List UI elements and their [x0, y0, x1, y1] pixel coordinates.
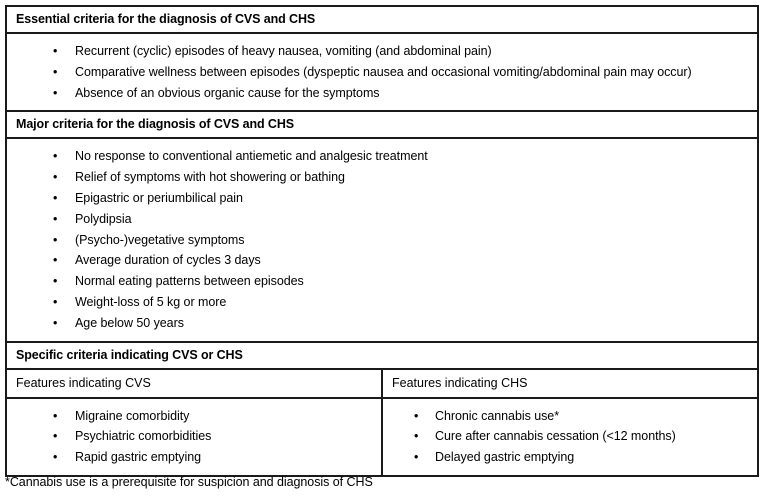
section-header-major: Major criteria for the diagnosis of CVS …	[4, 110, 760, 140]
diagnosis-criteria-table: Essential criteria for the diagnosis of …	[4, 5, 760, 477]
major-criteria-cell: • No response to conventional antiemetic …	[4, 137, 760, 343]
list-item: • Polydipsia	[53, 209, 751, 230]
section-header-essential: Essential criteria for the diagnosis of …	[4, 5, 760, 34]
bullet-icon: •	[53, 190, 58, 205]
list-item-label: Absence of an obvious organic cause for …	[75, 85, 380, 100]
list-item-label: Cure after cannabis cessation (<12 month…	[435, 429, 676, 444]
list-item: • Rapid gastric emptying	[53, 447, 375, 468]
list-item: • Cure after cannabis cessation (<12 mont…	[414, 426, 751, 447]
major-criteria-list: • No response to conventional antiemetic …	[7, 146, 751, 333]
list-item: • Average duration of cycles 3 days	[53, 250, 751, 271]
column-header-chs: Features indicating CHS	[380, 367, 760, 399]
list-item: • Age below 50 years	[53, 313, 751, 334]
table-row-major-header: Major criteria for the diagnosis of CVS …	[4, 110, 760, 140]
bullet-icon: •	[53, 64, 58, 79]
list-item: • Psychiatric comorbidities	[53, 426, 375, 447]
bullet-icon: •	[53, 408, 58, 423]
list-item: • Relief of symptoms with hot showering o…	[53, 167, 751, 188]
list-item-label: Age below 50 years	[75, 315, 184, 330]
list-item: • Delayed gastric emptying	[414, 447, 751, 468]
list-item: • Weight-loss of 5 kg or more	[53, 292, 751, 313]
list-item-label: Relief of symptoms with hot showering or…	[75, 170, 345, 185]
table-row-specific-items: • Migraine comorbidity • Psychiatric comor…	[5, 396, 760, 477]
table-row-essential-header: Essential criteria for the diagnosis of …	[4, 5, 760, 34]
bullet-icon: •	[53, 294, 58, 309]
bullet-icon: •	[53, 211, 58, 226]
list-item-label: Psychiatric comorbidities	[75, 429, 212, 444]
bullet-icon: •	[53, 253, 58, 268]
list-item-label: (Psycho-)vegetative symptoms	[75, 232, 245, 247]
bullet-icon: •	[53, 149, 58, 164]
list-item-label: Polydipsia	[75, 211, 132, 226]
list-item: • Epigastric or periumbilical pain	[53, 188, 751, 209]
list-item: • Recurrent (cyclic) episodes of heavy na…	[53, 41, 751, 62]
chs-features-cell: • Chronic cannabis use* • Cure after canna…	[380, 396, 760, 477]
list-item-label: Normal eating patterns between episodes	[75, 274, 304, 289]
bullet-icon: •	[53, 85, 58, 100]
bullet-icon: •	[53, 232, 58, 247]
list-item-label: Chronic cannabis use*	[435, 408, 560, 423]
list-item-label: Epigastric or periumbilical pain	[75, 190, 243, 205]
essential-criteria-cell: • Recurrent (cyclic) episodes of heavy na…	[4, 31, 760, 113]
list-item-label: Recurrent (cyclic) episodes of heavy nau…	[75, 44, 492, 58]
table-row-major-items: • No response to conventional antiemetic …	[4, 137, 760, 343]
bullet-icon: •	[53, 315, 58, 330]
list-item: • Absence of an obvious organic cause for…	[53, 83, 751, 104]
list-item-label: Weight-loss of 5 kg or more	[75, 294, 227, 309]
bullet-icon: •	[53, 274, 58, 289]
essential-criteria-list: • Recurrent (cyclic) episodes of heavy na…	[7, 41, 751, 103]
list-item-label: Migraine comorbidity	[75, 408, 190, 423]
list-item-label: Average duration of cycles 3 days	[75, 253, 261, 268]
table-row-specific-header: Specific criteria indicating CVS or CHS	[4, 340, 760, 370]
bullet-icon: •	[414, 450, 419, 465]
list-item: • No response to conventional antiemetic …	[53, 146, 751, 167]
list-item: • Normal eating patterns between episodes	[53, 271, 751, 292]
bullet-icon: •	[53, 450, 58, 465]
bullet-icon: •	[53, 170, 58, 185]
list-item-label: No response to conventional antiemetic a…	[75, 149, 428, 164]
list-item-label: Rapid gastric emptying	[75, 450, 202, 465]
bullet-icon: •	[414, 408, 419, 423]
cvs-features-list: • Migraine comorbidity • Psychiatric comor…	[7, 406, 375, 468]
chs-features-list: • Chronic cannabis use* • Cure after canna…	[383, 406, 751, 468]
bullet-icon: •	[53, 44, 58, 58]
column-header-cvs: Features indicating CVS	[5, 367, 383, 399]
list-item-label: Comparative wellness between episodes (d…	[75, 64, 692, 79]
table-footnote: *Cannabis use is a prerequisite for susp…	[5, 475, 373, 489]
cvs-features-cell: • Migraine comorbidity • Psychiatric comor…	[5, 396, 383, 477]
list-item: • (Psycho-)vegetative symptoms	[53, 230, 751, 251]
list-item: • Chronic cannabis use*	[414, 406, 751, 427]
list-item-label: Delayed gastric emptying	[435, 450, 575, 465]
list-item: • Comparative wellness between episodes (…	[53, 62, 751, 83]
bullet-icon: •	[53, 429, 58, 444]
table-row-specific-column-headers: Features indicating CVS Features indicat…	[5, 367, 760, 399]
section-header-specific: Specific criteria indicating CVS or CHS	[4, 340, 760, 370]
table-row-essential-items: • Recurrent (cyclic) episodes of heavy na…	[4, 31, 760, 113]
bullet-icon: •	[414, 429, 419, 444]
list-item: • Migraine comorbidity	[53, 406, 375, 427]
